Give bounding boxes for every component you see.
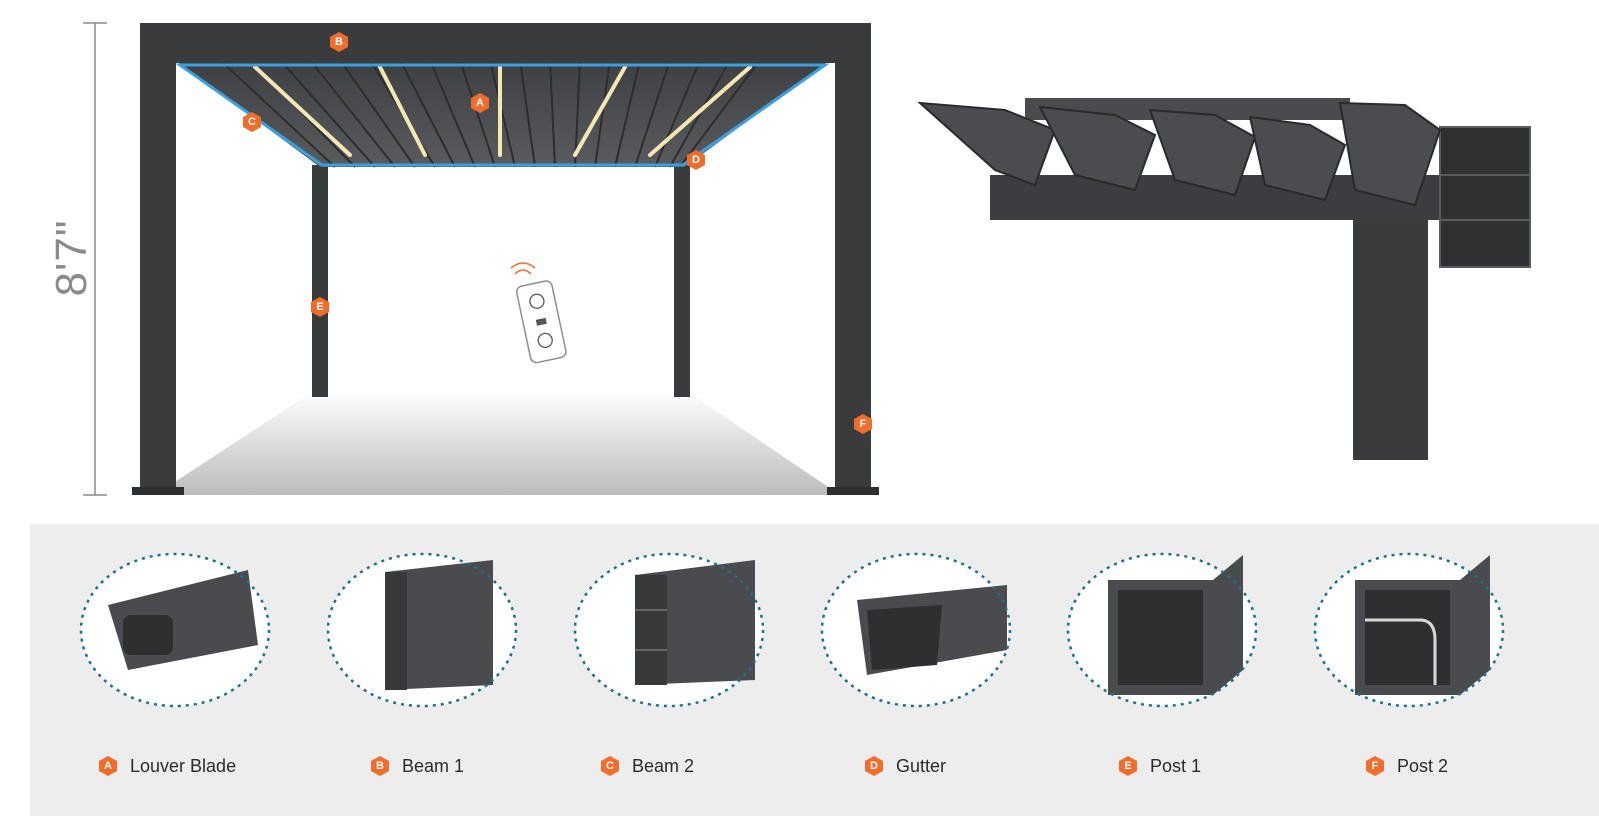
detail-gutter [820,552,1012,708]
detail-louver-blade [79,552,271,708]
marker-e: E [310,297,330,317]
pergola-illustration [132,23,879,495]
legend-label: Beam 1 [402,756,465,776]
remote-control-icon [510,262,567,364]
detail-beam-2 [573,552,765,708]
detail-post-1 [1066,552,1258,708]
legend-marker-d: D [864,756,884,776]
marker-c: C [242,112,262,132]
marker-a: A [470,93,490,113]
legend-marker-b: B [370,756,390,776]
height-dimension-label: 8'7" [47,219,96,297]
legend-marker-c: C [600,756,620,776]
height-dimension-line [83,22,107,496]
detail-post-2 [1313,552,1505,708]
legend-label: Post 1 [1150,756,1202,776]
marker-d: D [686,150,706,170]
legend-marker-e: E [1118,756,1138,776]
legend-label: Beam 2 [632,756,695,776]
detail-beam-1 [326,552,518,708]
legend-marker-f: F [1365,756,1385,776]
legend-label: Louver Blade [130,756,237,776]
legend-marker-a: A [98,756,118,776]
legend-label: Post 2 [1397,756,1449,776]
legend-label: Gutter [896,756,947,776]
corner-structure-illustration [917,98,1531,460]
marker-b: B [329,32,349,52]
marker-f: F [853,414,873,434]
